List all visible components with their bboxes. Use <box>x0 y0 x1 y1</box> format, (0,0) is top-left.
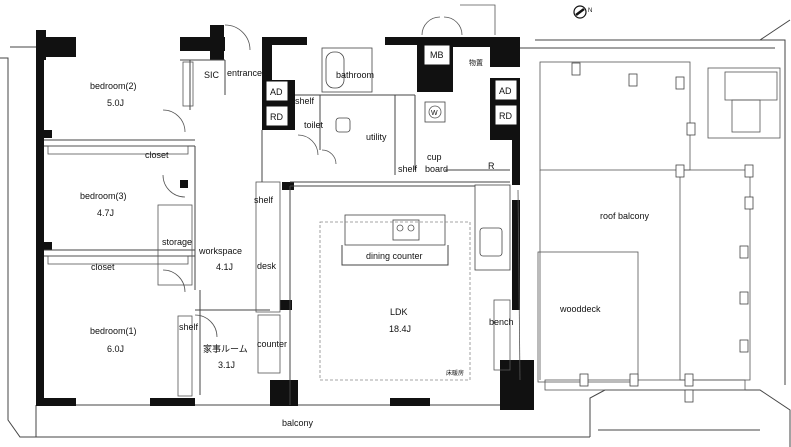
label-cup: cup <box>427 152 442 162</box>
room-name-bedroom3: bedroom(3) <box>80 191 127 201</box>
label-shelf-bath: shelf <box>295 96 315 106</box>
label-storage-jp: 物置 <box>469 58 483 67</box>
room-name-wooddeck: wooddeck <box>559 304 601 314</box>
roof-balcony-frame <box>537 61 781 403</box>
room-name-kaji: 家事ルーム <box>203 343 248 354</box>
room-name-bedroom1: bedroom(1) <box>90 326 137 336</box>
label-ad-left: AD <box>270 87 283 97</box>
label-floor-heating: 床暖房 <box>446 369 464 377</box>
room-size-bedroom1: 6.0J <box>107 344 124 354</box>
label-desk: desk <box>257 261 277 271</box>
room-name-balcony: balcony <box>282 418 314 428</box>
label-shelf-kaji: shelf <box>179 322 199 332</box>
label-bench: bench <box>489 317 514 327</box>
room-size-kaji: 3.1J <box>218 360 235 370</box>
label-mb: MB <box>430 50 444 60</box>
equipment-boxes <box>265 44 518 127</box>
label-ad-right: AD <box>499 86 512 96</box>
label-closet-lower: closet <box>91 262 115 272</box>
label-storage: storage <box>162 237 192 247</box>
room-name-workspace: workspace <box>198 246 242 256</box>
svg-text:N: N <box>588 8 592 14</box>
room-size-bedroom2: 5.0J <box>107 98 124 108</box>
label-bathroom: bathroom <box>336 70 374 80</box>
label-rd-right: RD <box>499 111 512 121</box>
room-size-workspace: 4.1J <box>216 262 233 272</box>
room-size-bedroom3: 4.7J <box>97 208 114 218</box>
label-utility: utility <box>366 132 387 142</box>
label-w: W <box>431 110 438 117</box>
label-sic: SIC <box>204 70 220 80</box>
room-name-roof-balcony: roof balcony <box>600 211 650 221</box>
label-shelf-kitchen: shelf <box>398 164 418 174</box>
label-entrance: entrance <box>227 68 262 78</box>
interior-partitions <box>44 4 521 405</box>
label-rd-left: RD <box>270 112 283 122</box>
label-shelf-work: shelf <box>254 195 274 205</box>
north-arrow-icon: N <box>573 5 592 19</box>
label-dining-counter: dining counter <box>366 251 423 261</box>
room-name-ldk: LDK <box>390 307 408 317</box>
label-r: R <box>488 161 495 171</box>
label-board: board <box>425 164 448 174</box>
label-counter: counter <box>257 339 287 349</box>
label-toilet: toilet <box>304 120 324 130</box>
structural-walls <box>36 25 534 410</box>
room-size-ldk: 18.4J <box>389 324 411 334</box>
label-closet-upper: closet <box>145 150 169 160</box>
room-name-bedroom2: bedroom(2) <box>90 81 137 91</box>
